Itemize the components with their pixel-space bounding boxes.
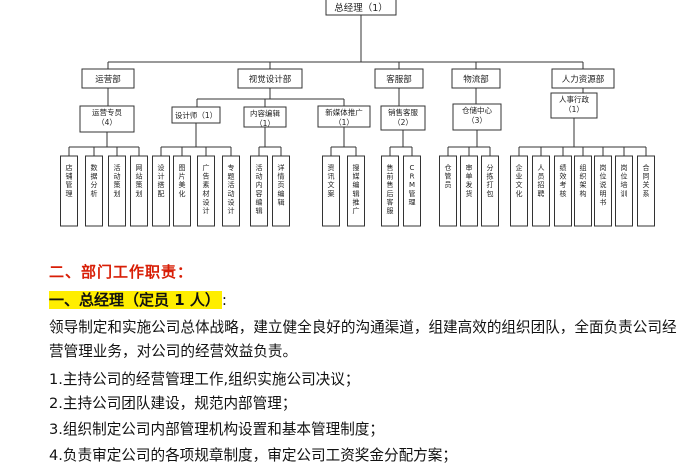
duty-label: 组织架构: [580, 163, 587, 198]
root-label: 总经理（1）: [334, 2, 388, 14]
duty-box: [272, 155, 290, 227]
section-title: 二、部门工作职责：: [49, 263, 194, 281]
position-title: 运营专员: [92, 107, 122, 117]
duty-label: 合同关系: [643, 163, 650, 198]
duty-box: [510, 155, 528, 227]
duty-label: 资讯文案: [328, 163, 335, 198]
duty-box: [594, 155, 612, 227]
position-count: （1）: [564, 105, 584, 114]
duty-item: 3.组织制定公司内部管理机构设置和基本管理制度；: [49, 421, 384, 438]
position-title: 新媒体推广: [325, 107, 363, 117]
duty-box: [197, 155, 215, 227]
position-count: （4）: [97, 118, 117, 127]
duty-label: 岗位培训: [621, 164, 628, 198]
duty-label: 数据分析: [91, 163, 98, 198]
duty-box: [439, 155, 457, 227]
duty-box: [554, 155, 572, 227]
duty-label: 人员招聘: [538, 164, 545, 198]
duty-box: [130, 155, 148, 227]
position-count: （1）: [255, 119, 275, 128]
gm-heading-text: 一、总经理（定员 1 人）: [49, 291, 222, 309]
duty-label: 企业文化: [516, 163, 523, 198]
duty-box: [222, 155, 240, 227]
department-label: 人力资源部: [562, 74, 605, 85]
position-box: [452, 103, 502, 131]
duty-box: [532, 155, 550, 227]
department-label: 物流部: [463, 74, 489, 85]
duty-box: [108, 155, 126, 227]
duty-box: [347, 155, 365, 227]
duty-box: [85, 155, 103, 227]
duty-label: 绩效考核: [560, 163, 567, 198]
position-box: [380, 105, 426, 131]
position-title: 内容编辑: [250, 108, 280, 118]
position-title: 销售客服: [388, 107, 418, 117]
duty-label: 岗位说明书: [600, 164, 607, 206]
position-count: （3）: [467, 116, 487, 125]
duty-label: 详情页编辑: [278, 163, 285, 206]
duty-box: [250, 155, 268, 227]
duty-item: 2.主持公司团队建设，规范内部管理；: [49, 395, 297, 412]
duty-label: 广告素材设计: [203, 163, 210, 215]
gm-heading-colon: :: [221, 291, 227, 309]
duty-box: [615, 155, 633, 227]
department-label: 运营部: [95, 74, 121, 85]
position-count: （1）: [334, 118, 354, 127]
duty-box: [152, 155, 170, 227]
position-title: 人事行政: [559, 94, 589, 104]
duty-box: [381, 155, 399, 227]
duty-label: 图片美化: [179, 164, 186, 198]
department-label: 视觉设计部: [249, 74, 292, 85]
duty-box: [460, 155, 478, 227]
duty-box: [574, 155, 592, 227]
duty-box: [403, 155, 421, 227]
duty-label: 搜媒编辑推广: [353, 163, 360, 215]
position-title: 仓储中心: [462, 105, 492, 115]
gm-description: 领导制定和实施公司总体战略，建立健全良好的沟通渠道，组建高效的组织团队，全面负责…: [49, 319, 677, 360]
duty-box: [322, 155, 340, 227]
duty-label: 专题活动设计: [228, 163, 235, 215]
duty-box: [637, 155, 655, 227]
duty-box: [60, 155, 78, 227]
duty-box: [481, 155, 499, 227]
position-count: （2）: [393, 118, 413, 127]
duty-label: 店铺管理: [66, 163, 73, 198]
duty-label: 网站策划: [136, 164, 143, 198]
duty-label: 审单发货: [466, 163, 473, 198]
department-label: 客服部: [386, 74, 412, 85]
duty-label: 设计搭配: [158, 163, 165, 198]
duty-label: 活动策划: [114, 163, 121, 198]
duty-item: 1.主持公司的经营管理工作,组织实施公司决议；: [49, 371, 360, 388]
duty-label: 仓管员: [445, 163, 452, 189]
duty-box: [173, 155, 191, 227]
position-title: 设计师（1）: [175, 110, 217, 120]
duty-label: 活动内容编辑: [256, 163, 263, 215]
duty-item: 4.负责审定公司的各项规章制度，审定公司工资奖金分配方案；: [49, 447, 457, 464]
duty-label: 分拣打包: [487, 163, 494, 198]
gm-heading: 一、总经理（定员 1 人）:: [49, 289, 227, 311]
duty-label: 售前售后客服: [387, 163, 394, 215]
